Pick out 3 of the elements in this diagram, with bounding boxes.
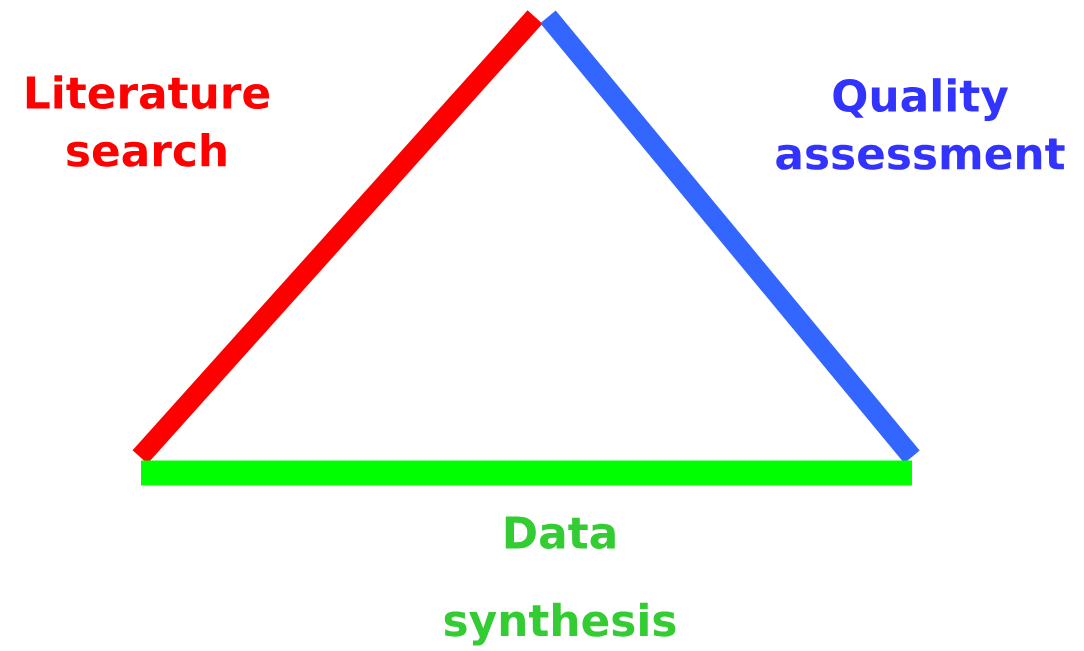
label-text: Data synthesis (444, 516, 676, 646)
label-text: Literature search (26, 75, 270, 167)
label-text: Quality assessment (776, 78, 1065, 170)
